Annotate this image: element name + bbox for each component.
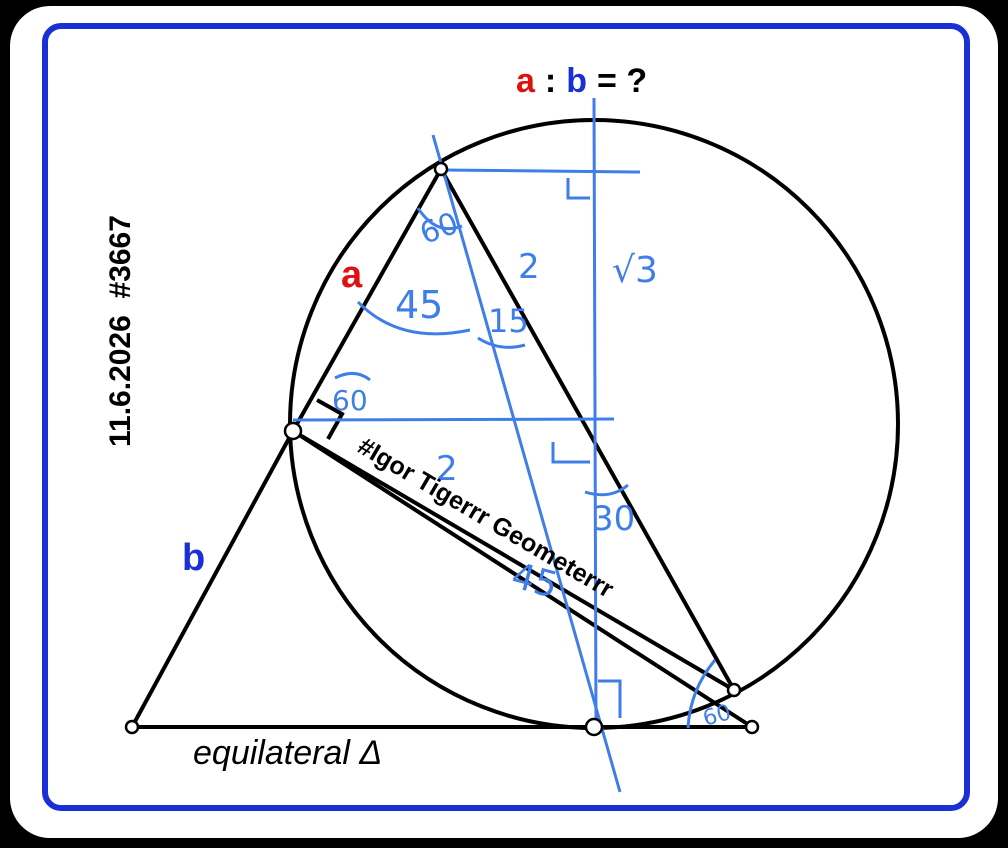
side-2-mid: 2: [436, 449, 458, 489]
arc-45: [356, 300, 471, 336]
helper-lines: [292, 97, 717, 793]
label-a: a: [341, 254, 363, 296]
title-b: b: [566, 62, 587, 100]
arc-60-top: [416, 207, 463, 231]
annotations: 60 45 15 2 √3 60 2 30 45 60: [332, 206, 734, 732]
helper-horizontal-mid: [292, 417, 615, 422]
arc-60-left: [334, 372, 371, 382]
helper-vertical: [592, 97, 598, 729]
angle-15: 15: [488, 302, 529, 340]
arc-30: [584, 483, 629, 497]
angle-60-left: 60: [332, 384, 368, 417]
segment-top-right: [439, 168, 736, 691]
point-right: [726, 682, 742, 698]
title-colon: :: [545, 62, 556, 100]
helper-horizontal-top: [440, 168, 641, 174]
right-angle-mark-mid: [551, 442, 590, 464]
equilateral-triangle: [130, 428, 759, 729]
title-a: a: [516, 62, 536, 100]
panel-background: [10, 6, 998, 838]
title: a: b = ?: [516, 62, 647, 100]
point-bottom-left: [124, 719, 140, 735]
segment-chord: [291, 429, 736, 692]
segment-a: [291, 168, 443, 432]
date-tag: 11.6.2026 #3667: [104, 215, 137, 447]
points: [124, 161, 760, 737]
angle-30: 30: [592, 499, 635, 539]
right-angle-mark-top: [566, 178, 590, 200]
point-bottom-right: [744, 719, 760, 735]
side-2-top: 2: [518, 247, 540, 287]
angle-45: 45: [395, 283, 443, 327]
sqrt-3: √3: [612, 250, 658, 291]
arc-15: [477, 336, 526, 349]
blue-frame: [42, 23, 970, 811]
right-angle-mark-bottom: [598, 679, 622, 718]
right-angle-marker: [316, 398, 345, 440]
helper-diagonal: [431, 134, 622, 793]
label-b: b: [182, 537, 205, 579]
label-equilateral: equilateral Δ: [193, 734, 382, 772]
point-top: [433, 161, 449, 177]
point-tangent: [584, 717, 604, 737]
arc-60-bottom: [686, 659, 717, 729]
point-left: [283, 421, 303, 441]
title-rest: = ?: [597, 62, 647, 100]
